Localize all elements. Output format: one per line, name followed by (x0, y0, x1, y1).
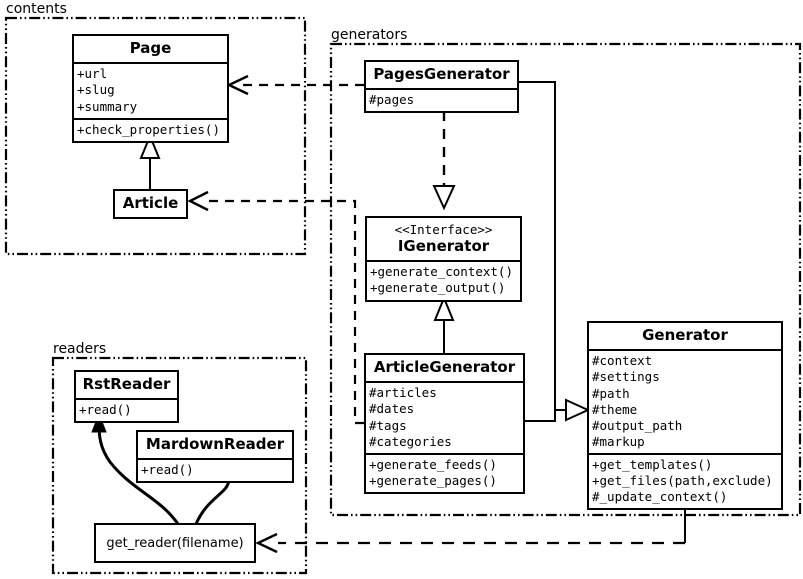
divider (74, 117, 227, 120)
class-mardown-reader-name: MardownReader (145, 435, 285, 453)
class-igenerator-stereotype: <<Interface>> (394, 222, 493, 237)
attribute: #pages (369, 92, 415, 108)
method: #_update_context() (592, 489, 728, 505)
attribute: +url (77, 66, 108, 82)
method: +get_files(path,exclude) (592, 473, 773, 489)
arrowhead-dependency-page (226, 74, 249, 96)
function-get-reader-label: get_reader(filename) (106, 535, 244, 551)
class-generator-attributes: #context #settings #path #theme #output_… (589, 351, 781, 453)
class-pages-generator-attributes: #pages (366, 90, 517, 111)
class-article-generator-methods: +generate_feeds() +generate_pages() (366, 455, 523, 492)
attribute: +slug (77, 82, 115, 98)
class-generator-methods: +get_templates() +get_files(path,exclude… (589, 455, 781, 508)
divider (76, 398, 177, 401)
class-rst-reader[interactable]: RstReader +read() (74, 370, 179, 424)
attribute: #articles (369, 385, 437, 401)
divider (589, 349, 781, 352)
method: +generate_pages() (369, 472, 497, 488)
class-article[interactable]: Article (113, 189, 188, 220)
method: +generate_context() (370, 264, 513, 280)
attribute: +summary (77, 98, 138, 114)
method: +generate_feeds() (369, 456, 497, 472)
class-article-generator-name: ArticleGenerator (373, 358, 516, 376)
method: +read() (141, 462, 194, 478)
class-page-name: Page (129, 39, 172, 57)
class-generator[interactable]: Generator #context #settings #path #them… (587, 321, 783, 511)
method: +check_properties() (77, 121, 220, 137)
package-border-readers (51, 356, 308, 575)
attribute: #categories (369, 433, 452, 449)
divider (366, 88, 517, 91)
class-mardown-reader-methods: +read() (138, 460, 292, 481)
method: +get_templates() (592, 457, 713, 472)
class-pages-generator[interactable]: PagesGenerator #pages (364, 60, 519, 114)
package-border-generators (329, 42, 802, 517)
attribute: #dates (369, 401, 415, 417)
class-generator-name: Generator (642, 326, 728, 344)
function-get-reader[interactable]: get_reader(filename) (94, 523, 256, 563)
attribute: #tags (369, 417, 407, 433)
package-border-contents (4, 16, 307, 256)
package-label-readers: readers (53, 341, 107, 357)
arrowhead-dependency-article (187, 190, 209, 212)
attribute: #context (592, 353, 653, 369)
arrowhead-generalization-igenerator (433, 295, 455, 321)
class-rst-reader-name: RstReader (82, 375, 171, 393)
method: +read() (79, 402, 132, 418)
arrowhead-generalization-page (139, 133, 161, 159)
class-page[interactable]: Page +url +slug +summary +check_properti… (72, 34, 229, 143)
class-article-name: Article (122, 194, 179, 212)
class-igenerator-methods: +generate_context() +generate_output() (367, 262, 520, 299)
class-pages-generator-name: PagesGenerator (373, 65, 510, 83)
line-getreader-to-rstreader (97, 422, 180, 526)
line-pagesgenerator-to-generator (519, 81, 566, 411)
divider (589, 453, 781, 455)
package-label-generators: generators (331, 27, 408, 43)
class-igenerator-header: <<Interface>> IGenerator (367, 218, 520, 260)
divider (74, 62, 227, 65)
class-rst-reader-methods: +read() (76, 400, 177, 421)
attribute: #theme (592, 401, 638, 417)
arrowhead-realization-igenerator (432, 185, 456, 211)
attribute: #path (592, 385, 630, 401)
attribute: #markup (592, 433, 645, 449)
divider (366, 381, 523, 384)
class-igenerator-name: IGenerator (397, 237, 490, 255)
class-article-generator-attributes: #articles #dates #tags #categories (366, 383, 523, 453)
attribute: #settings (592, 369, 660, 385)
arrowhead-dependency-getreader (255, 532, 278, 554)
method: +generate_output() (370, 280, 506, 296)
line-articlegenerator-to-generator (525, 410, 556, 422)
divider (366, 452, 523, 455)
attribute: #output_path (592, 417, 683, 433)
divider (138, 458, 292, 461)
class-igenerator[interactable]: <<Interface>> IGenerator +generate_conte… (365, 216, 522, 302)
class-page-methods: +check_properties() (74, 120, 227, 141)
line-articlegenerator-to-article (208, 199, 364, 425)
arrowhead-generalization-generator (565, 398, 591, 422)
divider (367, 260, 520, 263)
package-label-contents: contents (6, 1, 67, 17)
class-page-attributes: +url +slug +summary (74, 64, 227, 117)
class-mardown-reader[interactable]: MardownReader +read() (136, 430, 294, 484)
class-article-generator[interactable]: ArticleGenerator #articles #dates #tags … (364, 353, 525, 494)
